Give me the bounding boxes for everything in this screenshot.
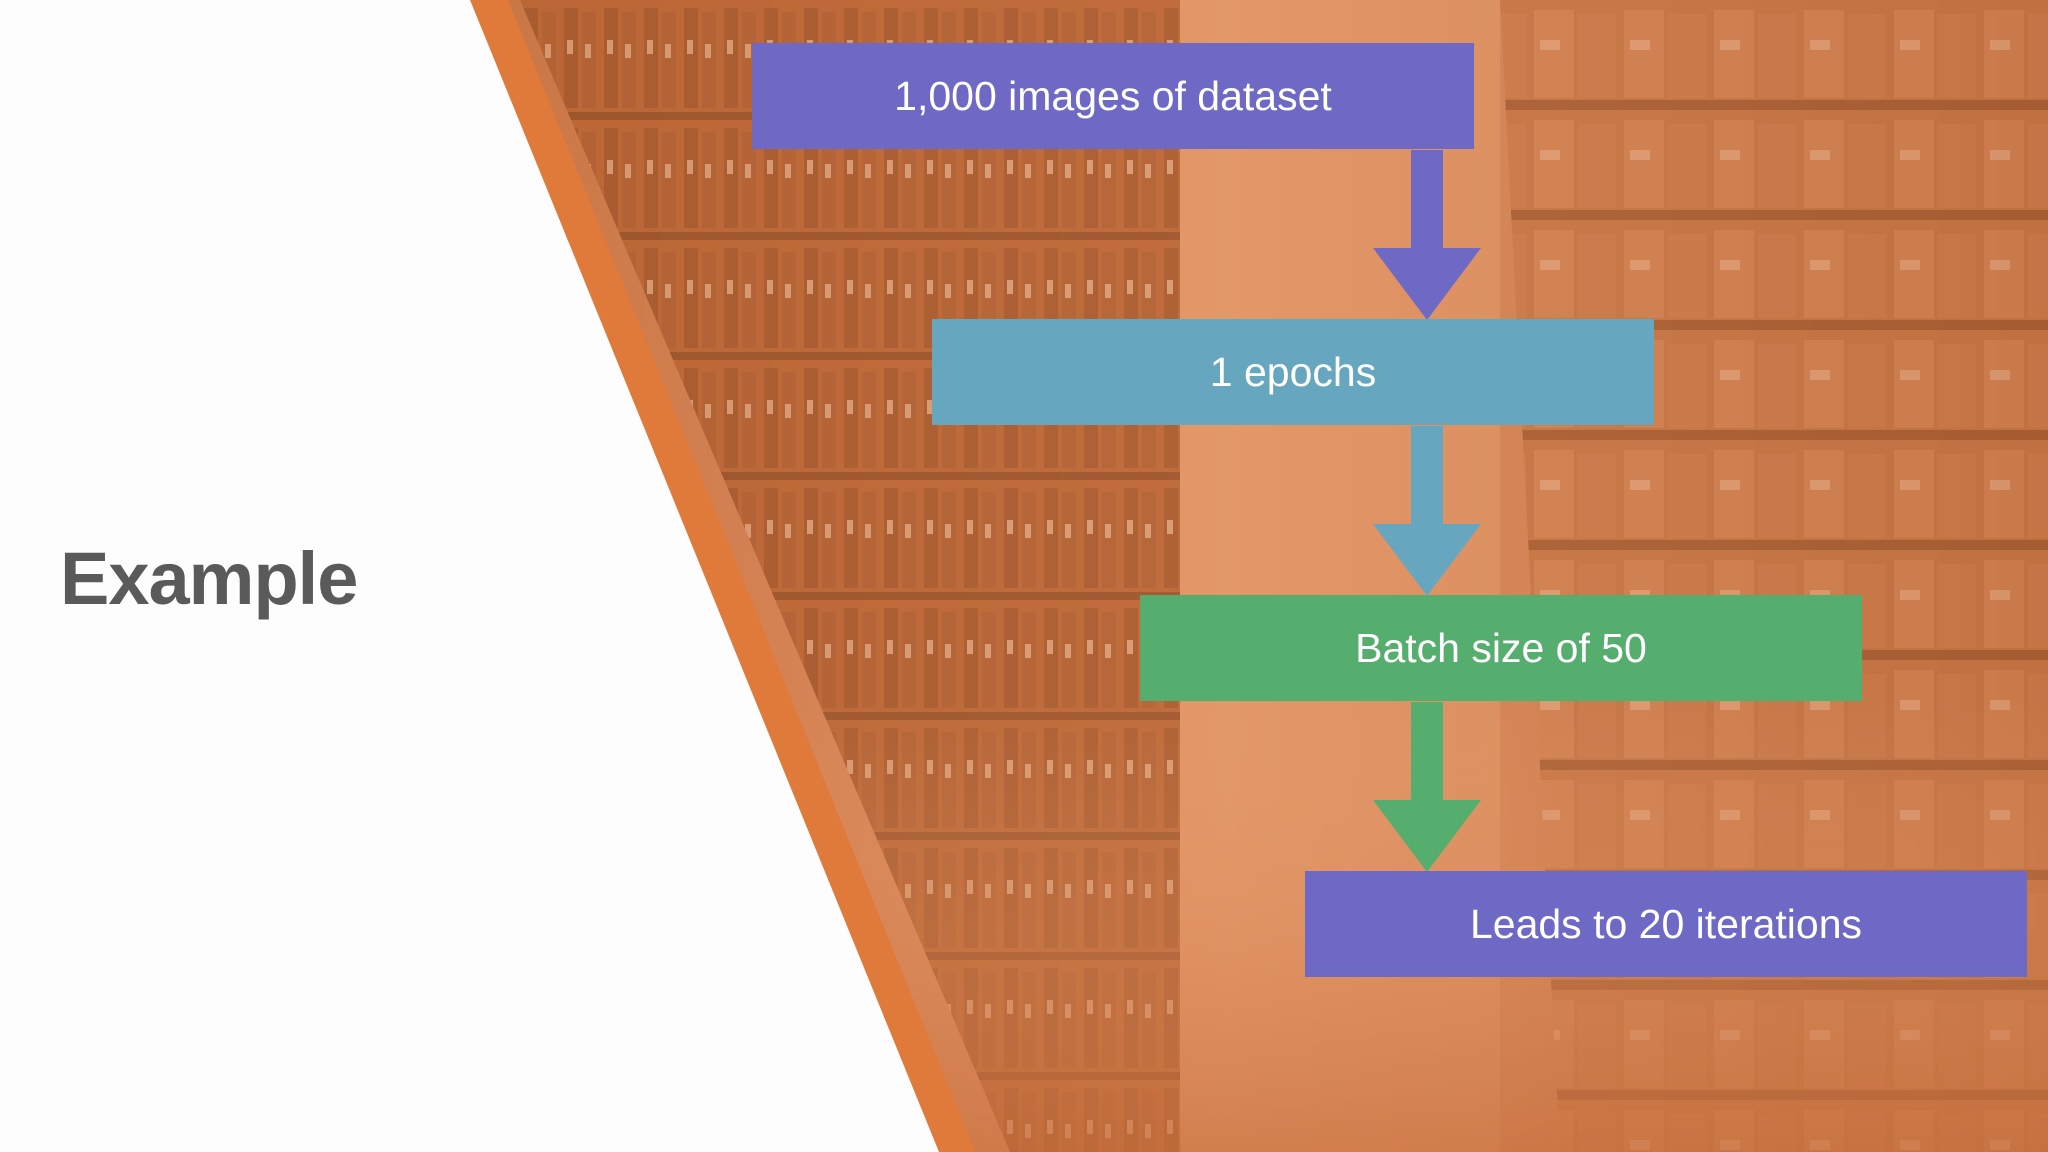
flow-step-epochs: 1 epochs xyxy=(932,319,1654,425)
down-arrow-icon xyxy=(1373,150,1481,320)
flow-step-batch-size: Batch size of 50 xyxy=(1140,595,1862,701)
flow-step-iterations: Leads to 20 iterations xyxy=(1305,871,2027,977)
slide-title: Example xyxy=(60,537,358,620)
down-arrow-icon xyxy=(1373,426,1481,596)
down-arrow-icon xyxy=(1373,702,1481,872)
flow-step-dataset: 1,000 images of dataset xyxy=(752,43,1474,149)
